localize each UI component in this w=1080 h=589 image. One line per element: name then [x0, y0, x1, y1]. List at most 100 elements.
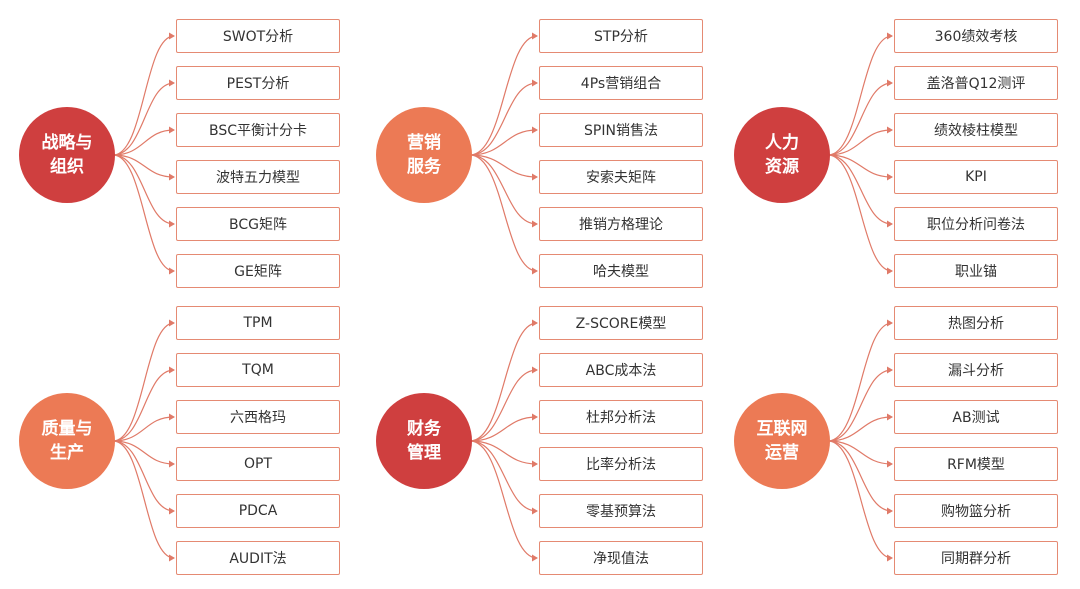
- item-box: 绩效棱柱模型: [894, 113, 1058, 147]
- connector-curve: [112, 440, 175, 559]
- connector-arrowhead: [887, 319, 893, 327]
- connector-arrowhead: [532, 32, 538, 40]
- connector-curve: [827, 440, 893, 512]
- connector-curve: [112, 416, 175, 442]
- item-box: 推销方格理论: [539, 207, 703, 241]
- connector-arrowhead: [532, 220, 538, 228]
- connector-arrowhead: [532, 366, 538, 374]
- connector-arrowhead: [169, 173, 175, 181]
- connector-curve: [827, 154, 893, 178]
- connector-arrowhead: [887, 220, 893, 228]
- connector-curve: [827, 440, 893, 465]
- connector-curve: [827, 416, 893, 442]
- item-box: PEST分析: [176, 66, 340, 100]
- connector-curve: [827, 369, 893, 442]
- connector-arrowhead: [169, 126, 175, 134]
- item-box: AB测试: [894, 400, 1058, 434]
- item-box: 漏斗分析: [894, 353, 1058, 387]
- item-box: 同期群分析: [894, 541, 1058, 575]
- hub-quality: 质量与 生产: [19, 393, 115, 489]
- connector-curve: [827, 154, 893, 272]
- hub-label-line1: 质量与: [41, 419, 93, 439]
- connector-arrowhead: [532, 79, 538, 87]
- connector-curve: [827, 440, 893, 559]
- item-box: Z-SCORE模型: [539, 306, 703, 340]
- connector-curve: [469, 154, 538, 178]
- item-box: 六西格玛: [176, 400, 340, 434]
- connector-arrowhead: [169, 220, 175, 228]
- connector-curve: [469, 369, 538, 442]
- hub-label-line2: 生产: [50, 443, 84, 463]
- item-box: 盖洛普Q12测评: [894, 66, 1058, 100]
- connector-curve: [469, 129, 538, 156]
- connector-arrowhead: [169, 319, 175, 327]
- connector-arrowhead: [169, 413, 175, 421]
- hub-label-line1: 财务: [407, 419, 441, 439]
- connector-arrowhead: [532, 413, 538, 421]
- connector-arrowhead: [169, 32, 175, 40]
- connector-curve: [469, 82, 538, 156]
- connector-arrowhead: [169, 267, 175, 275]
- connector-curve: [827, 35, 893, 156]
- item-box: 职位分析问卷法: [894, 207, 1058, 241]
- item-box: OPT: [176, 447, 340, 481]
- item-box: TQM: [176, 353, 340, 387]
- connector-curve: [112, 154, 175, 272]
- hub-hr: 人力 资源: [734, 107, 830, 203]
- item-box: AUDIT法: [176, 541, 340, 575]
- connector-curve: [469, 322, 538, 442]
- item-box: GE矩阵: [176, 254, 340, 288]
- hub-label-line2: 运营: [765, 443, 799, 463]
- connector-curve: [112, 35, 175, 156]
- connector-arrowhead: [532, 319, 538, 327]
- connector-curve: [112, 322, 175, 442]
- connector-arrowhead: [887, 413, 893, 421]
- item-box: 杜邦分析法: [539, 400, 703, 434]
- item-box: BSC平衡计分卡: [176, 113, 340, 147]
- connector-curve: [827, 154, 893, 225]
- connector-arrowhead: [532, 554, 538, 562]
- connector-curve: [469, 154, 538, 272]
- connector-arrowhead: [169, 460, 175, 468]
- connector-arrowhead: [532, 507, 538, 515]
- item-box: RFM模型: [894, 447, 1058, 481]
- connector-arrowhead: [532, 126, 538, 134]
- item-box: PDCA: [176, 494, 340, 528]
- hub-marketing: 营销 服务: [376, 107, 472, 203]
- connector-arrowhead: [887, 554, 893, 562]
- connector-curve: [112, 82, 175, 156]
- item-box: 4Ps营销组合: [539, 66, 703, 100]
- hub-label-line2: 管理: [407, 443, 441, 463]
- item-box: 职业锚: [894, 254, 1058, 288]
- connector-curve: [112, 154, 175, 225]
- item-box: 净现值法: [539, 541, 703, 575]
- connector-curve: [112, 154, 175, 178]
- hub-finance: 财务 管理: [376, 393, 472, 489]
- item-box: SPIN销售法: [539, 113, 703, 147]
- connector-arrowhead: [169, 79, 175, 87]
- item-box: SWOT分析: [176, 19, 340, 53]
- connector-arrowhead: [532, 460, 538, 468]
- hub-internet: 互联网 运营: [734, 393, 830, 489]
- connector-curve: [112, 369, 175, 442]
- item-box: 热图分析: [894, 306, 1058, 340]
- connector-arrowhead: [887, 267, 893, 275]
- connector-arrowhead: [532, 267, 538, 275]
- connector-arrowhead: [887, 79, 893, 87]
- connector-curve: [112, 440, 175, 465]
- item-box: 购物篮分析: [894, 494, 1058, 528]
- connector-curve: [827, 129, 893, 156]
- item-box: ABC成本法: [539, 353, 703, 387]
- connector-curve: [112, 129, 175, 156]
- connector-curve: [469, 440, 538, 559]
- connector-arrowhead: [887, 460, 893, 468]
- connector-arrowhead: [887, 173, 893, 181]
- connector-arrowhead: [169, 554, 175, 562]
- connector-arrowhead: [887, 366, 893, 374]
- item-box: 比率分析法: [539, 447, 703, 481]
- connector-curve: [469, 154, 538, 225]
- connector-arrowhead: [169, 366, 175, 374]
- connector-curve: [827, 82, 893, 156]
- hub-label-line1: 互联网: [756, 419, 808, 439]
